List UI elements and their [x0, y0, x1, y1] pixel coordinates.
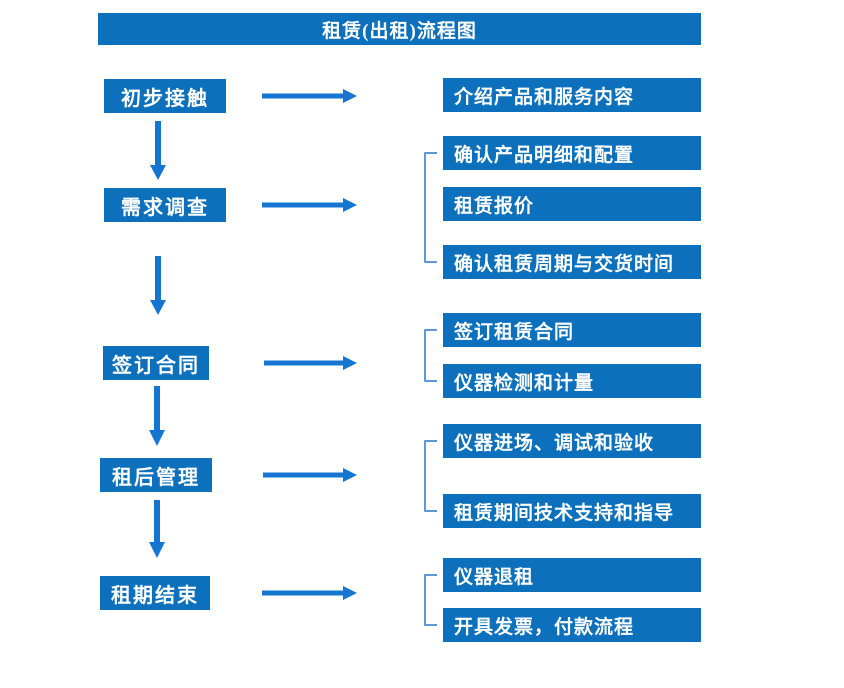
- arrow-right-step2: [262, 198, 357, 212]
- arrow-right-step3: [264, 356, 357, 370]
- arrow-right-step1: [262, 89, 357, 103]
- output-box-technical-support-guidance: 租赁期间技术支持和指导: [443, 494, 701, 528]
- output-box-sign-rental-contract: 签订租赁合同: [443, 313, 701, 347]
- output-box-instrument-arrival-acceptance: 仪器进场、调试和验收: [443, 424, 701, 458]
- page-title: 租赁(出租)流程图: [98, 13, 701, 45]
- arrow-down-step2-step3: [150, 256, 166, 315]
- bracket-step3-outputs: [424, 329, 437, 382]
- output-box-introduce-products-services: 介绍产品和服务内容: [443, 78, 701, 112]
- step-box-demand-survey: 需求调查: [104, 188, 226, 222]
- step-box-initial-contact: 初步接触: [104, 79, 226, 113]
- arrow-down-step4-step5: [149, 500, 165, 558]
- bracket-step5-outputs: [424, 574, 437, 626]
- step-box-post-rental-management: 租后管理: [100, 458, 212, 492]
- arrow-right-step5: [262, 586, 357, 600]
- output-box-confirm-product-details: 确认产品明细和配置: [443, 136, 701, 170]
- output-box-instrument-return: 仪器退租: [443, 558, 701, 592]
- step-box-rental-end: 租期结束: [100, 576, 210, 610]
- arrow-down-step1-step2: [150, 121, 166, 180]
- output-box-rental-quotation: 租赁报价: [443, 187, 701, 221]
- output-box-confirm-period-delivery: 确认租赁周期与交货时间: [443, 245, 701, 279]
- output-box-invoice-payment-process: 开具发票，付款流程: [443, 608, 701, 642]
- arrow-down-step3-step4: [149, 386, 165, 446]
- bracket-step2-outputs: [424, 152, 437, 263]
- output-box-instrument-testing-metering: 仪器检测和计量: [443, 364, 701, 398]
- arrow-right-step4: [263, 468, 357, 482]
- bracket-step4-outputs: [424, 440, 437, 512]
- step-box-sign-contract: 签订合同: [103, 346, 209, 380]
